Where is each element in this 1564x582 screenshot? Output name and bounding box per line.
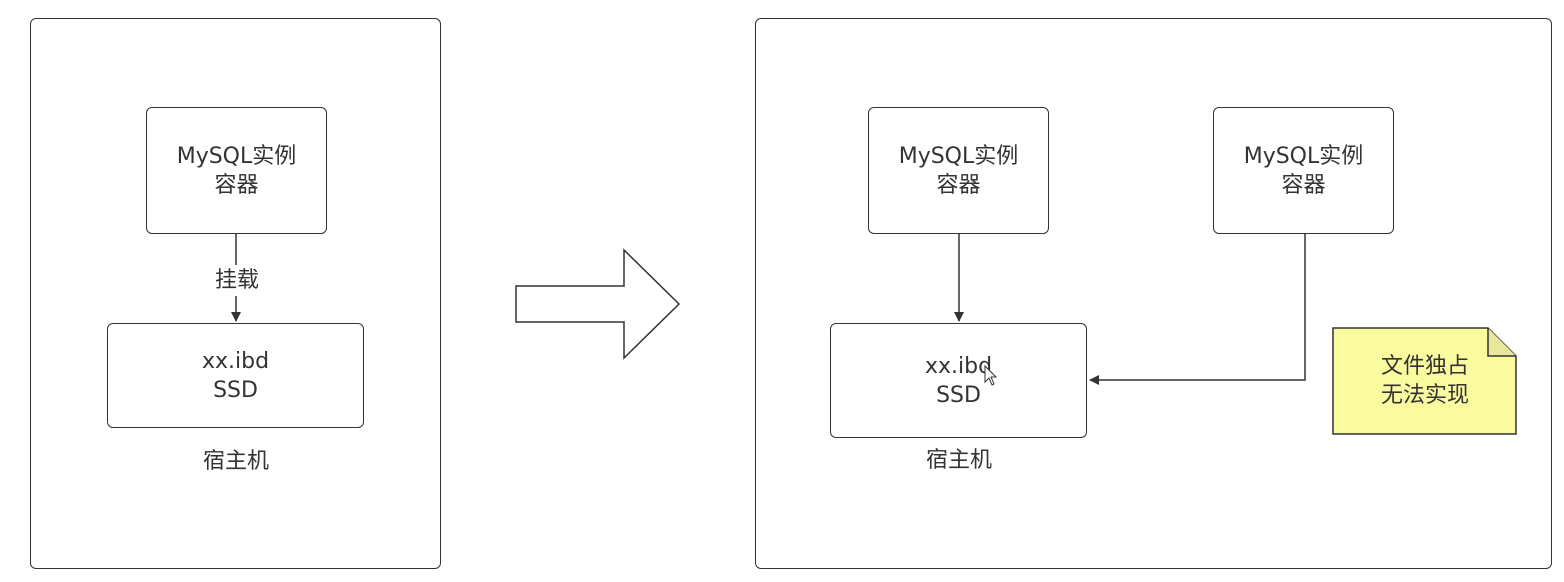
node-label-line1: MySQL实例 xyxy=(1243,143,1364,169)
mouse-cursor-icon xyxy=(984,364,998,386)
left-host-label: 宿主机 xyxy=(202,449,269,474)
right-edge-b xyxy=(1089,234,1306,385)
note-text: 文件独占 无法实现 xyxy=(1340,352,1510,410)
left-storage-node[interactable]: xx.ibd SSD xyxy=(107,323,364,428)
right-host-label: 宿主机 xyxy=(925,448,992,473)
note-fold xyxy=(1487,328,1516,357)
node-label-line2: SSD xyxy=(936,382,981,408)
transition-arrow-icon xyxy=(515,248,681,360)
node-label-line2: SSD xyxy=(213,377,258,403)
right-mysql-container-b-node[interactable]: MySQL实例 容器 xyxy=(1213,107,1394,234)
node-label-line1: MySQL实例 xyxy=(898,143,1019,169)
node-label-line1: MySQL实例 xyxy=(176,143,297,169)
left-mysql-container-node[interactable]: MySQL实例 容器 xyxy=(146,107,327,234)
node-label-line2: 容器 xyxy=(1281,172,1326,198)
note-line1: 文件独占 xyxy=(1380,354,1469,379)
node-label-line2: 容器 xyxy=(936,172,981,198)
node-label-line1: xx.ibd xyxy=(201,348,270,374)
node-label-line1: xx.ibd xyxy=(924,353,993,379)
mount-edge-label: 挂载 xyxy=(206,267,268,295)
note-line2: 无法实现 xyxy=(1380,383,1469,408)
right-host-panel xyxy=(755,18,1552,569)
right-storage-node[interactable]: xx.ibd SSD xyxy=(830,323,1087,438)
node-label-line2: 容器 xyxy=(214,172,259,198)
right-mysql-container-a-node[interactable]: MySQL实例 容器 xyxy=(868,107,1049,234)
note-shape xyxy=(1332,327,1517,435)
